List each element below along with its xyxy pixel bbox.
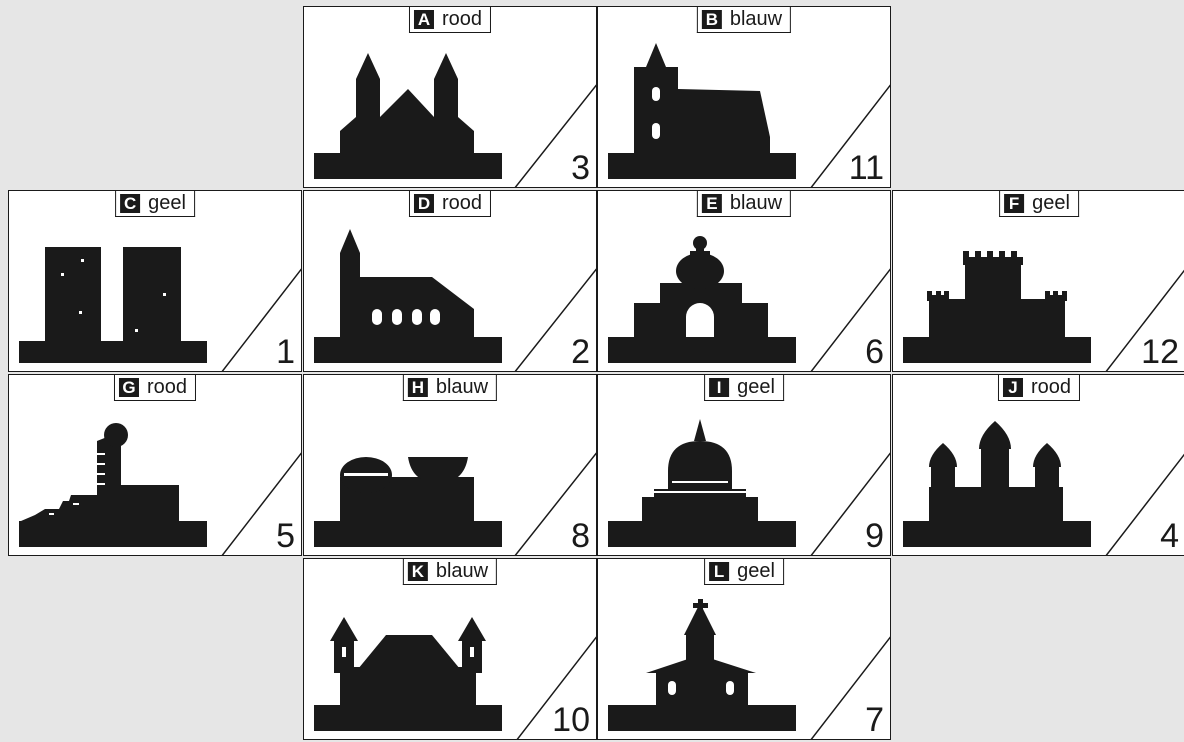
diagonal-line bbox=[9, 191, 302, 372]
card-number: 9 bbox=[865, 519, 884, 553]
diagonal-line bbox=[304, 375, 597, 556]
diagonal-line bbox=[893, 375, 1184, 556]
diagonal-line bbox=[304, 191, 597, 372]
card-number: 6 bbox=[865, 335, 884, 369]
card-number: 11 bbox=[849, 151, 884, 185]
diagonal-line bbox=[598, 375, 891, 556]
diagonal-line bbox=[598, 7, 891, 188]
card-number: 12 bbox=[1141, 335, 1179, 369]
card-number: 10 bbox=[552, 703, 590, 737]
diagonal-line bbox=[598, 191, 891, 372]
card-number: 7 bbox=[865, 703, 884, 737]
card-number: 3 bbox=[571, 151, 590, 185]
diagonal-line bbox=[304, 7, 597, 188]
card-number: 5 bbox=[276, 519, 295, 553]
card-number: 2 bbox=[571, 335, 590, 369]
card-number: 8 bbox=[571, 519, 590, 553]
card-number: 1 bbox=[276, 335, 295, 369]
card-number: 4 bbox=[1160, 519, 1179, 553]
diagonal-line bbox=[9, 375, 302, 556]
diagonal-line bbox=[598, 559, 891, 740]
